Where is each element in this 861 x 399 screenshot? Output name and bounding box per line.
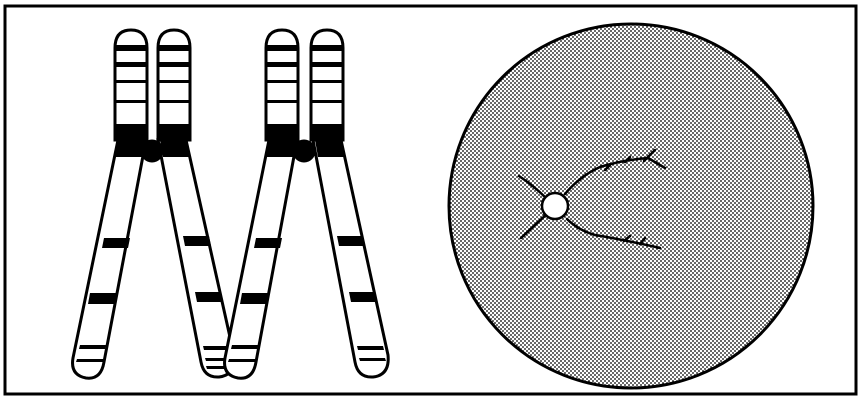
long-arm: [158, 140, 234, 377]
centromere: [142, 141, 162, 161]
nucleus-panel: [449, 24, 813, 388]
centromere: [294, 141, 314, 161]
short-arm: [266, 30, 298, 140]
short-arm: [115, 30, 147, 140]
chromosome-panel: [73, 30, 389, 378]
long-arm: [225, 140, 297, 378]
long-arm: [73, 140, 146, 378]
nucleus: [449, 24, 813, 388]
chromosome-left: [73, 30, 235, 378]
central-body: [542, 193, 568, 219]
short-arm: [158, 30, 190, 140]
chromosome-right: [225, 30, 389, 378]
short-arm: [311, 30, 343, 140]
long-arm: [313, 140, 388, 377]
